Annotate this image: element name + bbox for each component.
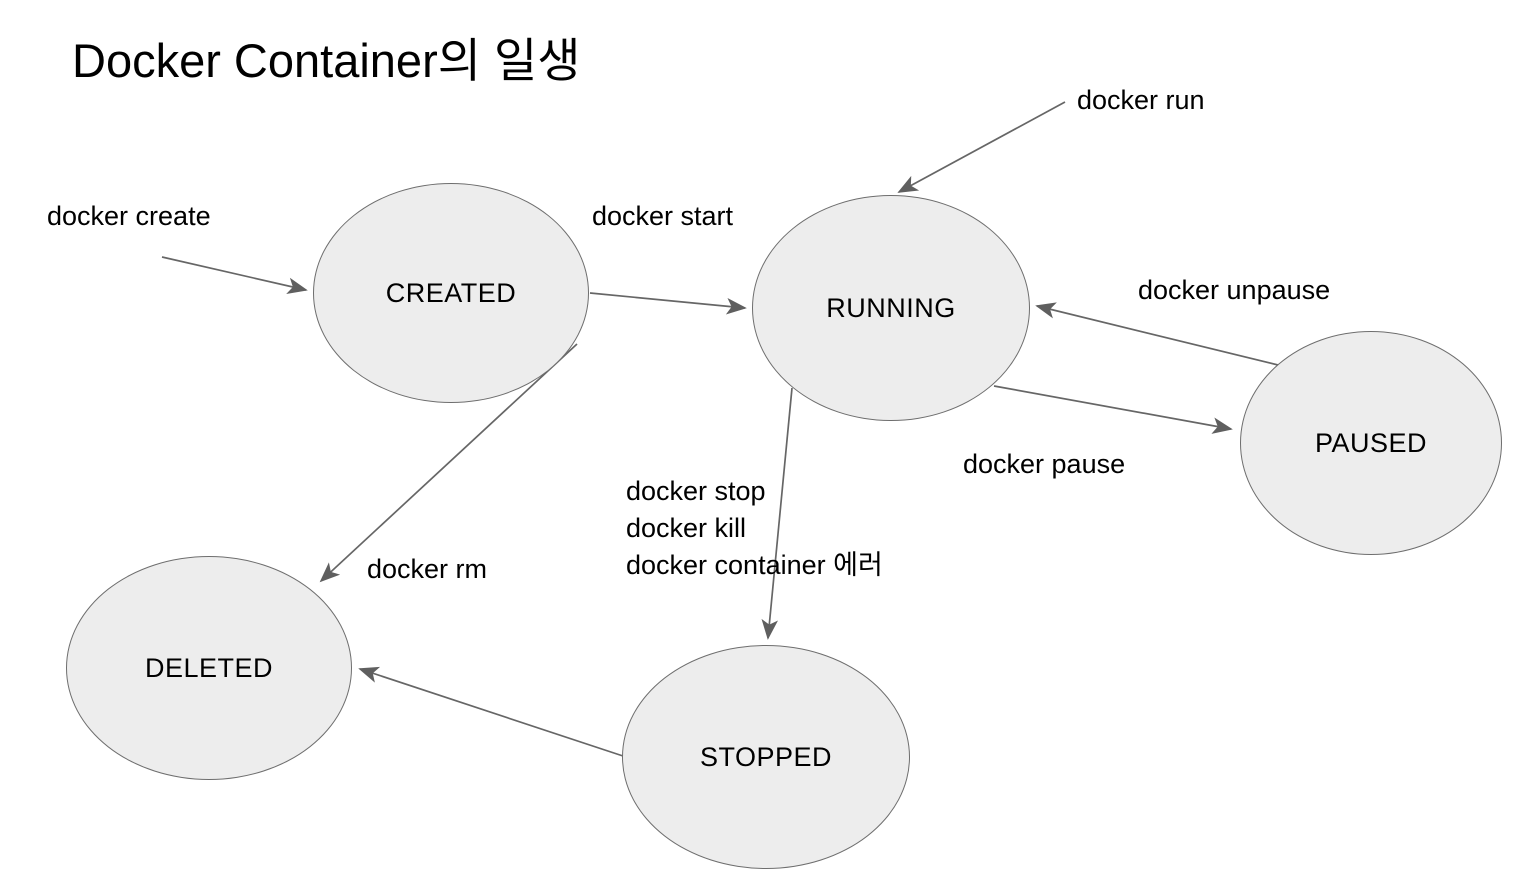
edge-running-to-paused xyxy=(993,385,1233,434)
edge-label-docker-kill: docker kill xyxy=(626,513,747,543)
edge-label-docker-unpause: docker unpause xyxy=(1138,275,1331,305)
edge-create-to-created xyxy=(161,256,308,294)
state-label-created: CREATED xyxy=(385,277,517,308)
edge-label-docker-stop-group: docker stop docker kill docker container… xyxy=(626,473,883,584)
edge-label-docker-container-error: docker container 에러 xyxy=(626,550,883,580)
edge-label-docker-start: docker start xyxy=(592,201,734,231)
edge-run-to-running xyxy=(897,101,1066,193)
diagram-title: Docker Container의 일생 xyxy=(72,34,581,87)
edge-stopped-to-deleted xyxy=(358,666,624,757)
state-node-running: RUNNING xyxy=(752,195,1030,421)
edge-label-docker-create: docker create xyxy=(47,201,211,231)
state-node-deleted: DELETED xyxy=(66,556,352,780)
edge-paused-to-running xyxy=(1035,302,1279,366)
edge-label-docker-run: docker run xyxy=(1077,85,1205,115)
state-label-paused: PAUSED xyxy=(1314,427,1428,458)
edge-created-to-running xyxy=(589,292,747,315)
edge-label-docker-stop: docker stop xyxy=(626,476,766,506)
state-label-running: RUNNING xyxy=(826,292,956,323)
state-label-stopped: STOPPED xyxy=(699,741,833,772)
state-label-deleted: DELETED xyxy=(144,652,274,683)
edge-label-docker-rm: docker rm xyxy=(367,554,488,584)
edge-label-docker-pause: docker pause xyxy=(963,449,1126,479)
state-node-paused: PAUSED xyxy=(1240,331,1502,555)
state-node-created: CREATED xyxy=(313,183,589,403)
state-node-stopped: STOPPED xyxy=(622,645,910,869)
